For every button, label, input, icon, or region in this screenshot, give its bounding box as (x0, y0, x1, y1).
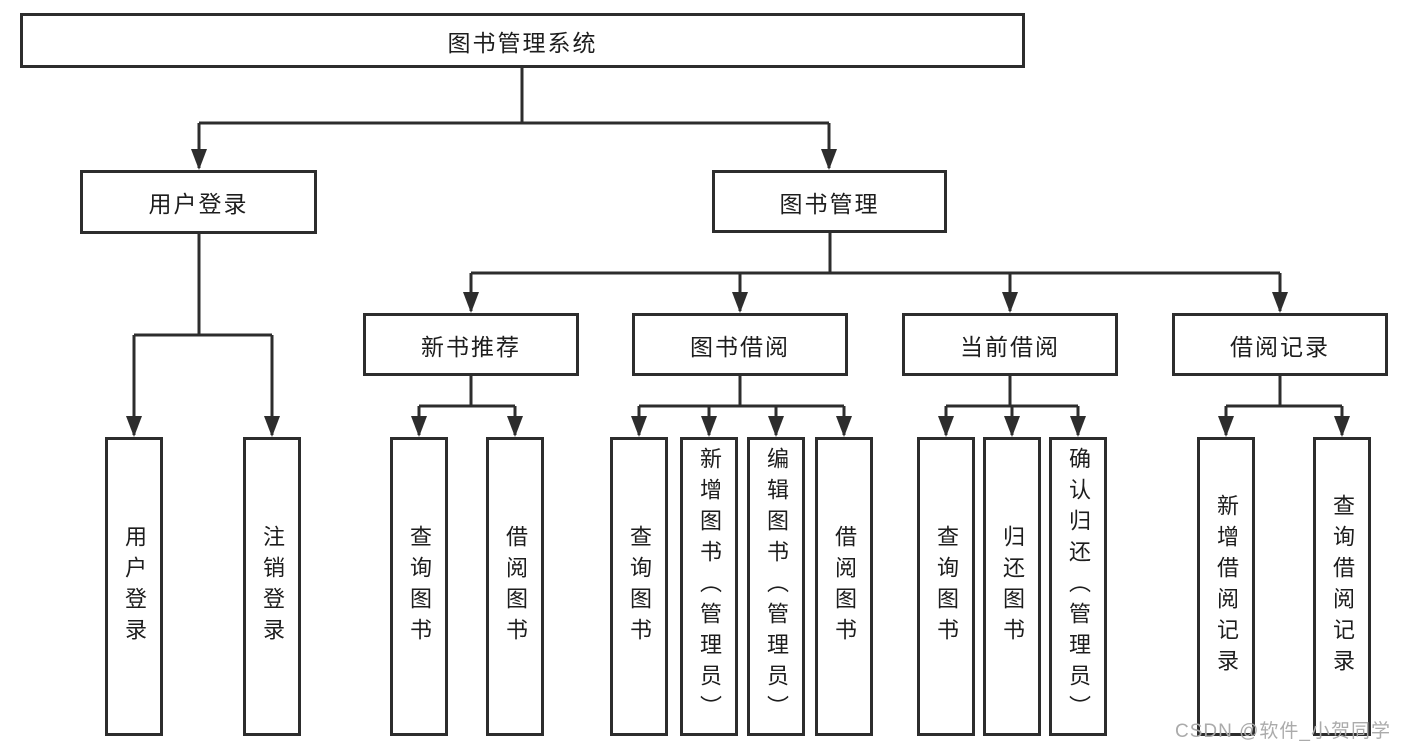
leaf-borrow-add-books-admin: 新增图书（管理员） (680, 437, 738, 736)
leaf-borrow-edit-books-admin: 编辑图书（管理员） (747, 437, 805, 736)
node-borrow-record: 借阅记录 (1172, 313, 1388, 376)
node-current-borrow: 当前借阅 (902, 313, 1118, 376)
connector-book-mgmt (469, 233, 1282, 311)
connector-new-book (417, 376, 517, 435)
node-book-borrow: 图书借阅 (632, 313, 848, 376)
leaf-newbook-query-books: 查询图书 (390, 437, 448, 736)
connector-borrow-record (1224, 376, 1344, 435)
leaf-record-query-borrow-record: 查询借阅记录 (1313, 437, 1371, 736)
leaf-user-login: 用户登录 (105, 437, 163, 736)
leaf-record-add-borrow-record: 新增借阅记录 (1197, 437, 1255, 736)
leaf-borrow-borrow-books: 借阅图书 (815, 437, 873, 736)
connector-user-login (132, 234, 274, 435)
leaf-current-confirm-return-admin: 确认归还（管理员） (1049, 437, 1107, 736)
leaf-borrow-query-books: 查询图书 (610, 437, 668, 736)
csdn-watermark: CSDN @软件_小贺同学 (1175, 721, 1391, 742)
node-new-book-recommend: 新书推荐 (363, 313, 579, 376)
node-user-login: 用户登录 (80, 170, 317, 234)
connector-root (197, 68, 831, 168)
node-root-system: 图书管理系统 (20, 13, 1025, 68)
leaf-current-return-books: 归还图书 (983, 437, 1041, 736)
leaf-current-query-books: 查询图书 (917, 437, 975, 736)
connector-book-borrow (637, 376, 846, 435)
arrowheads (126, 149, 1350, 437)
leaf-logout: 注销登录 (243, 437, 301, 736)
node-book-management: 图书管理 (712, 170, 947, 233)
leaf-newbook-borrow-books: 借阅图书 (486, 437, 544, 736)
